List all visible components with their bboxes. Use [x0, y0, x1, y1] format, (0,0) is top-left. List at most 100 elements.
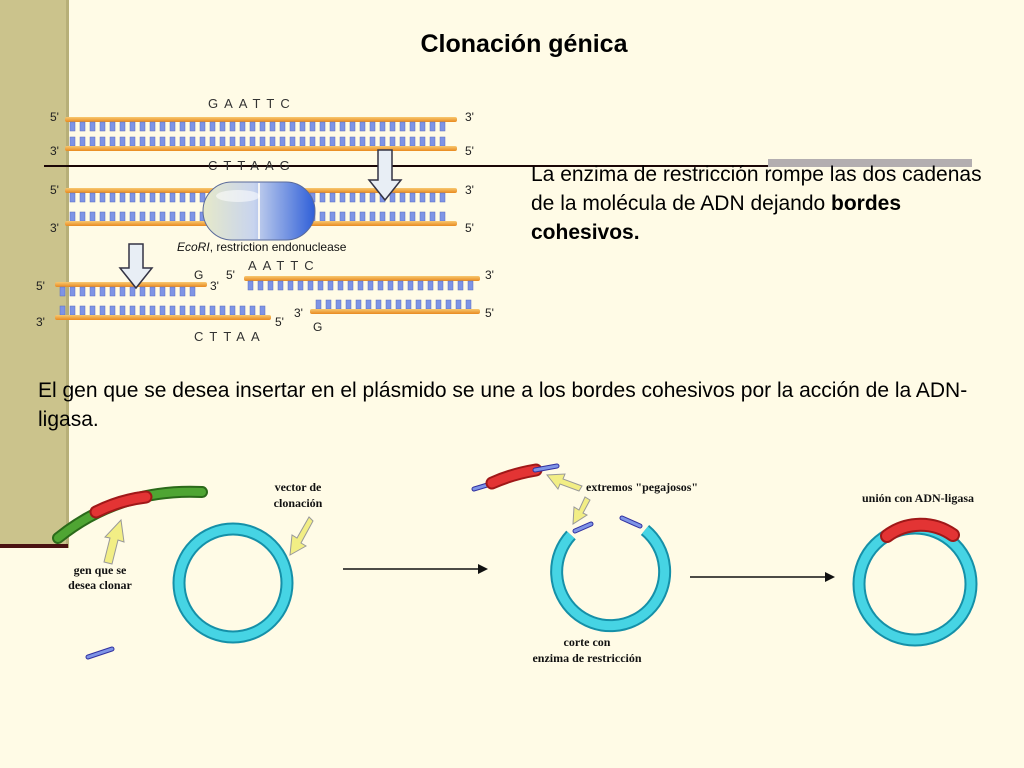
base-pair-tick — [219, 136, 226, 147]
base-pair-tick — [457, 280, 464, 291]
base-pair-tick — [149, 305, 156, 316]
base-pair-tick — [419, 121, 426, 132]
end-label-5f: 5' — [275, 315, 284, 329]
base-pair-tick — [139, 305, 146, 316]
base-pair-tick — [199, 192, 206, 203]
cut-label-line1: corte con — [564, 635, 611, 649]
base-pair-tick — [329, 211, 336, 222]
base-pair-tick — [367, 280, 374, 291]
base-pair-tick — [119, 305, 126, 316]
base-pair-tick — [437, 280, 444, 291]
base-pair-tick — [69, 136, 76, 147]
base-pair-tick — [79, 211, 86, 222]
base-pair-tick — [325, 299, 332, 310]
base-pair-tick — [389, 192, 396, 203]
vector-label-line1: vector de — [275, 480, 322, 494]
base-pair-tick — [169, 121, 176, 132]
base-pair-tick — [419, 211, 426, 222]
base-pair-tick — [299, 136, 306, 147]
base-pair-tick — [69, 192, 76, 203]
cut-arrow-right-icon — [367, 149, 403, 202]
base-pair-tick — [339, 136, 346, 147]
base-pair-tick — [149, 121, 156, 132]
base-pair-tick — [269, 121, 276, 132]
base-pair-tick — [419, 192, 426, 203]
base-pair-tick — [267, 280, 274, 291]
base-pair-tick — [69, 286, 76, 297]
base-pair-tick — [219, 305, 226, 316]
base-pair-tick — [377, 280, 384, 291]
base-pair-tick — [89, 286, 96, 297]
base-pair-tick — [297, 280, 304, 291]
base-pair-tick — [319, 136, 326, 147]
base-pair-tick — [435, 299, 442, 310]
base-pair-tick — [159, 305, 166, 316]
gene-label-line1: gen que se — [74, 563, 127, 577]
base-pair-tick — [415, 299, 422, 310]
base-pair-tick — [429, 136, 436, 147]
gene-pointer-arrow-icon — [103, 518, 125, 565]
base-pair-tick — [99, 211, 106, 222]
base-pair-tick — [89, 211, 96, 222]
base-pair-tick — [249, 121, 256, 132]
base-pair-tick — [407, 280, 414, 291]
base-pair-tick — [447, 280, 454, 291]
base-pair-tick — [189, 192, 196, 203]
base-pair-tick — [337, 280, 344, 291]
base-pair-tick — [129, 305, 136, 316]
dna-fragment-right — [244, 276, 480, 314]
base-pair-tick — [405, 299, 412, 310]
base-pair-tick — [109, 211, 116, 222]
base-pair-tick — [199, 305, 206, 316]
base-pair-tick — [149, 192, 156, 203]
base-pair-tick — [179, 211, 186, 222]
base-pair-tick — [179, 286, 186, 297]
base-pair-tick — [109, 136, 116, 147]
base-pair-tick — [409, 192, 416, 203]
base-pair-tick — [59, 305, 66, 316]
base-pair-tick — [269, 136, 276, 147]
process-arrow-1-icon — [343, 564, 488, 574]
base-pair-tick — [349, 211, 356, 222]
base-pair-tick — [179, 136, 186, 147]
base-pair-tick — [429, 121, 436, 132]
base-pair-tick — [109, 305, 116, 316]
base-pair-tick — [335, 299, 342, 310]
base-pair-tick — [209, 121, 216, 132]
base-pair-tick — [129, 286, 136, 297]
base-pair-tick — [279, 136, 286, 147]
end-label-5h: 5' — [485, 306, 494, 320]
base-pair-tick — [239, 305, 246, 316]
end-label-5e: 5' — [36, 279, 45, 293]
end-label-3b: 3' — [50, 144, 59, 158]
gene-fragment — [52, 485, 208, 544]
base-pair-tick — [209, 136, 216, 147]
ligase-paragraph: El gen que se desea insertar en el plásm… — [38, 379, 968, 431]
base-pair-tick — [369, 121, 376, 132]
base-pair-tick — [369, 211, 376, 222]
base-pair-tick — [99, 192, 106, 203]
base-pair-tick — [99, 136, 106, 147]
base-pair-tick — [409, 121, 416, 132]
gene-label-line2: desea clonar — [68, 578, 132, 592]
base-pair-tick — [139, 136, 146, 147]
base-pair-tick — [79, 136, 86, 147]
base-pair-tick — [359, 192, 366, 203]
base-pair-tick — [249, 305, 256, 316]
base-pair-tick — [399, 136, 406, 147]
enzyme-caption: EcoRI, restriction endonuclease — [177, 240, 347, 254]
base-pair-tick — [99, 305, 106, 316]
enzyme-description: , restriction endonuclease — [210, 240, 347, 254]
base-pair-tick — [359, 136, 366, 147]
base-pair-tick — [229, 136, 236, 147]
process-arrow-2-icon — [690, 572, 835, 582]
base-pair-tick — [149, 136, 156, 147]
base-pair-tick — [375, 299, 382, 310]
base-pair-tick — [389, 136, 396, 147]
base-pair-tick — [429, 192, 436, 203]
base-pair-tick — [399, 211, 406, 222]
base-pair-tick — [397, 280, 404, 291]
base-pair-tick — [149, 211, 156, 222]
base-pair-tick — [399, 192, 406, 203]
base-pair-tick — [467, 280, 474, 291]
